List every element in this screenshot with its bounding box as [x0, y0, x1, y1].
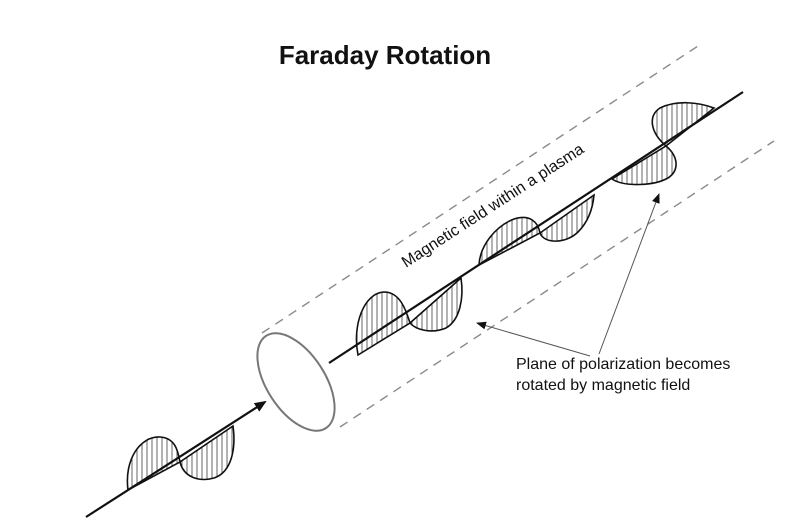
rotated-wave-lobe-4	[539, 193, 595, 242]
plasma-entrance-ellipse	[256, 332, 336, 432]
rotated-wave-lobe-5	[610, 145, 677, 186]
caption-line-1: Plane of polarization becomes	[516, 356, 731, 373]
incoming-wave-lobe-upper	[126, 436, 181, 492]
polarization-caption: Plane of polarization becomes rotated by…	[516, 354, 796, 396]
rotated-wave-lobe-6	[651, 101, 716, 148]
rotated-wave-lobe-1	[355, 291, 411, 357]
rotated-wave-lobe-2	[408, 276, 463, 332]
incoming-wave-lobe-lower	[179, 424, 235, 481]
propagation-axis	[328, 91, 744, 364]
caption-line-2: rotated by magnetic field	[516, 377, 691, 394]
cylinder-lower-boundary	[339, 140, 775, 428]
incoming-beam-arrow	[85, 400, 267, 518]
caption-leader-arrow-left	[476, 321, 591, 357]
diagram-title: Faraday Rotation	[278, 40, 492, 70]
cylinder-upper-boundary	[261, 45, 699, 334]
caption-leader-arrow-right	[598, 193, 660, 355]
